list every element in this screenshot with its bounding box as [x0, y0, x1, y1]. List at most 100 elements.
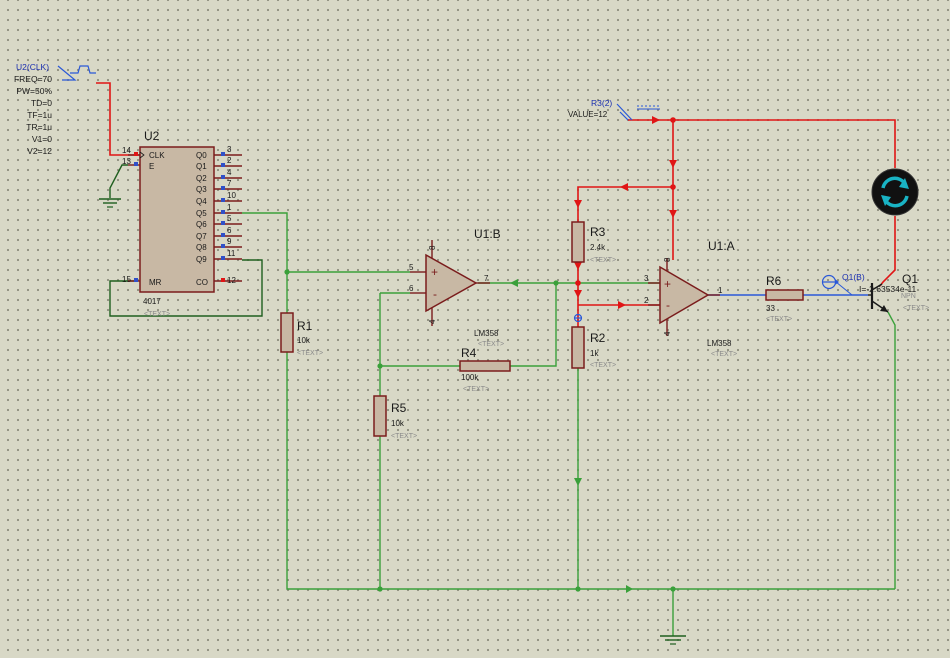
r4-ref: R4: [461, 346, 477, 360]
pin-number: 11: [227, 249, 236, 258]
generator-param: TF=1u: [27, 110, 52, 120]
plus-sign: +: [664, 277, 671, 291]
q1-part: NPN: [901, 293, 916, 300]
resistor-r1[interactable]: R1 10k <TEXT>: [280, 312, 323, 357]
r2-text: <TEXT>: [590, 362, 616, 369]
opamp-a-ref: U1:A: [708, 239, 735, 253]
pin-name: Q5: [196, 209, 207, 218]
pin-number: 5: [227, 214, 232, 223]
minus-sign: -: [433, 287, 437, 301]
r1-ref: R1: [297, 319, 313, 333]
pin-number: 6: [409, 284, 414, 293]
minus-sign: -: [666, 298, 670, 312]
pin-name: CO: [196, 278, 208, 287]
pin-name: Q6: [196, 220, 207, 229]
current-probe[interactable]: Q1(B) I=-2.63534e-11: [821, 272, 917, 296]
generator-param: FREQ=70: [14, 74, 52, 84]
ground-icon: [99, 198, 121, 208]
opamp-u1b[interactable]: U1:B + - 5 6 7 8 4 LM358 <TEXT>: [409, 227, 504, 348]
generator-param: TR=1u: [26, 122, 52, 132]
current-probe-icon: [821, 274, 853, 296]
pin-number: 4: [428, 319, 437, 324]
q1-ref: Q1: [902, 272, 918, 286]
pin-number: 5: [409, 263, 414, 272]
dc-motor-icon[interactable]: [871, 168, 919, 216]
r5-ref: R5: [391, 401, 407, 415]
opamp-a-part: LM358: [707, 339, 732, 348]
supply-rail[interactable]: R3(2) VALUE=12: [568, 98, 660, 121]
counter-body: [139, 146, 215, 293]
pin-name: Q0: [196, 151, 207, 160]
r6-ref: R6: [766, 274, 782, 288]
counter-right-pins: [214, 152, 242, 282]
pin-number: 6: [227, 226, 232, 235]
q1-text: <TEXT>: [903, 305, 929, 312]
pin-name: Q7: [196, 232, 207, 241]
generator-name: U2(CLK): [16, 62, 49, 72]
pulse-generator-icon: [57, 65, 96, 81]
counter-ref: U2: [144, 129, 160, 143]
r1-value: 10k: [297, 336, 311, 345]
r5-text: <TEXT>: [391, 433, 417, 440]
resistor-r3[interactable]: R3 2.4k <TEXT>: [571, 221, 616, 264]
pin-number: 14: [122, 146, 131, 155]
resistor-r6[interactable]: R6 33 <TEXT>: [765, 274, 804, 323]
pin-number: 8: [663, 257, 672, 262]
opamp-a-text: <TEXT>: [711, 351, 737, 358]
pin-number: 10: [227, 191, 236, 200]
r1-text: <TEXT>: [297, 350, 323, 357]
opamp-b-part: LM358: [474, 329, 499, 338]
ground-icon: [660, 635, 686, 645]
r2-value: 1k: [590, 349, 599, 358]
pin-name: Q4: [196, 197, 207, 206]
pin-number: 3: [227, 145, 232, 154]
pin-number: 3: [644, 274, 649, 283]
pin-number: 4: [227, 168, 232, 177]
r6-value: 33: [766, 304, 775, 313]
counter-4017[interactable]: U2 14 13 15 CLK E MR: [122, 129, 242, 318]
pin-number: 9: [227, 237, 232, 246]
transistor-q1[interactable]: Q1 NPN <TEXT>: [868, 272, 929, 313]
pin-number: 2: [227, 156, 232, 165]
pin-number: 7: [227, 179, 232, 188]
pin-number: 1: [718, 286, 723, 295]
r5-value: 10k: [391, 419, 405, 428]
opamp-b-text: <TEXT>: [478, 341, 504, 348]
resistor-r4[interactable]: R4 100k <TEXT>: [459, 346, 511, 393]
generator-param: TD=0: [31, 98, 52, 108]
clock-generator[interactable]: U2(CLK) FREQ=70 PW=50% TD=0 TF=1u TR=1u …: [14, 62, 96, 156]
pin-name: Q3: [196, 185, 207, 194]
pin-name: E: [149, 162, 154, 171]
pin-name: Q9: [196, 255, 207, 264]
red-wires: [96, 82, 896, 327]
generator-param: V2=12: [27, 146, 52, 156]
pin-number: 1: [227, 203, 232, 212]
resistor-r5[interactable]: R5 10k <TEXT>: [373, 395, 417, 440]
pin-number: 2: [644, 296, 649, 305]
pin-number: 15: [122, 275, 131, 284]
probe-name: Q1(B): [842, 272, 865, 282]
pin-number: 8: [428, 245, 437, 250]
green-wires: [109, 164, 896, 636]
r2-ref: R2: [590, 331, 606, 345]
r3-ref: R3: [590, 225, 606, 239]
r4-value: 100k: [461, 373, 479, 382]
opamp-b-ref: U1:B: [474, 227, 501, 241]
probe-reading: I=-2.63534e-11: [859, 284, 917, 294]
pin-name: CLK: [149, 151, 165, 160]
resistor-r2[interactable]: R2 1k <TEXT>: [571, 326, 616, 369]
pin-number: 13: [122, 157, 131, 166]
opamp-b-body: [425, 253, 478, 313]
supply-value: VALUE=12: [568, 110, 608, 119]
r4-text: <TEXT>: [463, 386, 489, 393]
generator-param: V1=0: [32, 134, 52, 144]
pin-name: Q8: [196, 243, 207, 252]
r6-text: <TEXT>: [766, 316, 792, 323]
opamp-a-body: [659, 265, 710, 325]
pin-name: MR: [149, 278, 162, 287]
plus-sign: +: [431, 265, 438, 279]
opamp-u1a[interactable]: U1:A + - 3 2 1 8 4 LM358 <TEXT>: [644, 239, 737, 358]
counter-part: 4017: [143, 297, 161, 306]
counter-text: <TEXT>: [144, 311, 170, 318]
